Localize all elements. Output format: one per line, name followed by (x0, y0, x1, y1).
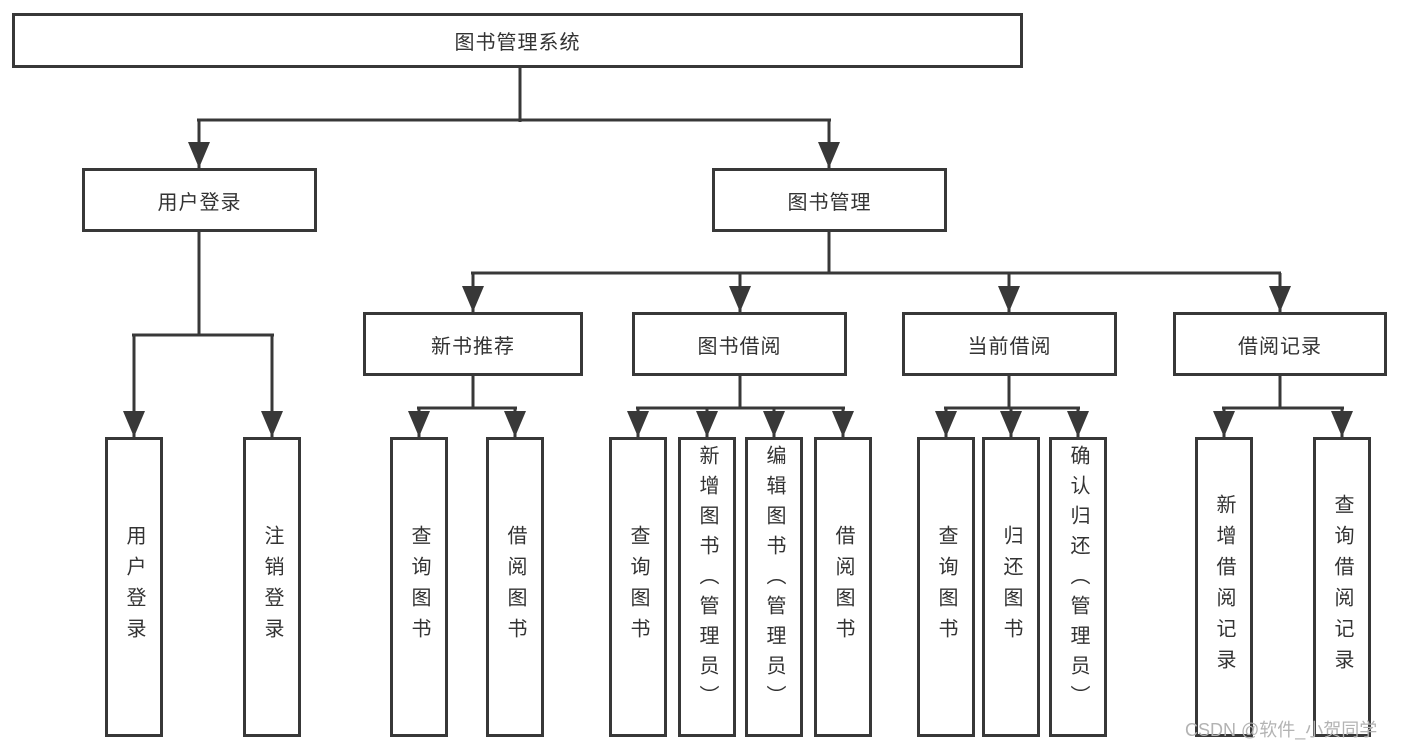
leaf-edit-book-admin: 编辑图书（管理员） (745, 437, 803, 737)
leaf-label: 用户登录 (123, 525, 145, 649)
node-new-book-recommend: 新书推荐 (363, 312, 583, 376)
leaf-return-book: 归还图书 (982, 437, 1040, 737)
leaf-label: 查询图书 (408, 525, 430, 649)
node-library-system: 图书管理系统 (12, 13, 1023, 68)
node-label: 新书推荐 (431, 335, 515, 358)
leaf-current-query-book: 查询图书 (917, 437, 975, 737)
node-label: 用户登录 (157, 191, 242, 214)
leaf-label: 注销登录 (261, 525, 283, 649)
leaf-add-borrow-record: 新增借阅记录 (1195, 437, 1253, 737)
leaf-label: 查询借阅记录 (1331, 494, 1353, 680)
leaf-rec-borrow-book: 借阅图书 (486, 437, 544, 737)
node-current-borrow: 当前借阅 (902, 312, 1117, 376)
node-label: 当前借阅 (967, 335, 1052, 358)
leaf-label: 归还图书 (1000, 525, 1022, 649)
node-borrow-records: 借阅记录 (1173, 312, 1387, 376)
leaf-confirm-return-admin: 确认归还（管理员） (1049, 437, 1107, 737)
node-label: 借阅记录 (1238, 335, 1322, 358)
node-book-management: 图书管理 (712, 168, 947, 232)
leaf-label: 借阅图书 (504, 525, 526, 649)
leaf-add-book-admin: 新增图书（管理员） (678, 437, 736, 737)
node-label: 图书管理系统 (454, 32, 581, 54)
node-book-borrow: 图书借阅 (632, 312, 847, 376)
leaf-query-borrow-record: 查询借阅记录 (1313, 437, 1371, 737)
leaf-label: 新增借阅记录 (1213, 494, 1235, 680)
leaf-label: 查询图书 (627, 525, 649, 649)
leaf-label: 新增图书（管理员） (696, 445, 718, 715)
leaf-user-login: 用户登录 (105, 437, 163, 737)
node-label: 图书管理 (787, 191, 872, 214)
node-label: 图书借阅 (697, 335, 782, 358)
leaf-label: 查询图书 (935, 525, 957, 649)
leaf-borrow-query-book: 查询图书 (609, 437, 667, 737)
leaf-logout: 注销登录 (243, 437, 301, 737)
leaf-borrow-book: 借阅图书 (814, 437, 872, 737)
leaf-label: 确认归还（管理员） (1067, 445, 1089, 715)
leaf-label: 借阅图书 (832, 525, 854, 649)
leaf-rec-query-book: 查询图书 (390, 437, 448, 737)
leaf-label: 编辑图书（管理员） (763, 445, 785, 715)
csdn-watermark: CSDN @软件_小贺同学 (1185, 720, 1378, 740)
node-user-login: 用户登录 (82, 168, 317, 232)
